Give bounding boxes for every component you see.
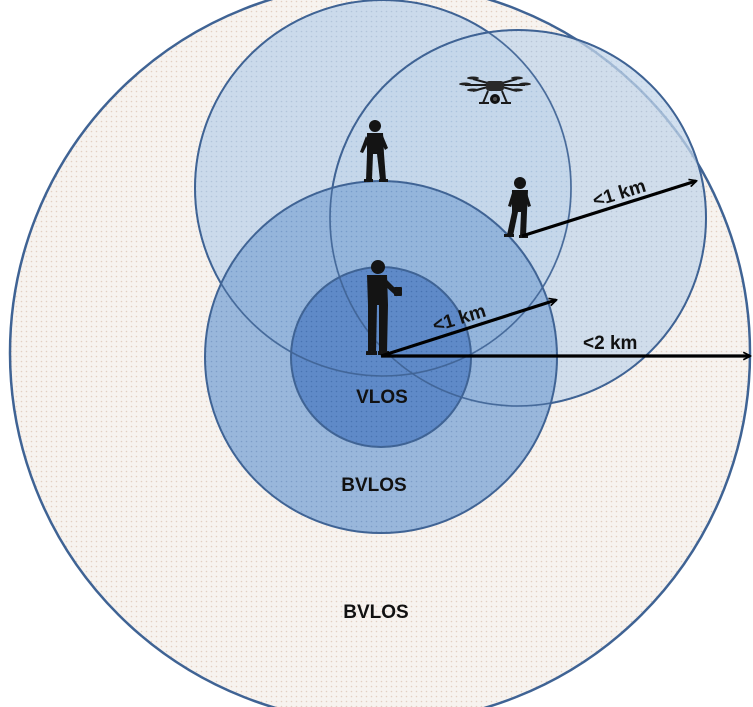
observer-icon: [360, 120, 388, 182]
pilot-icon: [366, 260, 402, 355]
outer-range-label: <2 km: [583, 333, 637, 354]
drone-icon: [459, 76, 531, 104]
relay-range-arrow: [521, 181, 696, 238]
vlos-label: VLOS: [356, 387, 408, 408]
relay-zone-right-outline: [329, 29, 707, 407]
middle-bvlos-label: BVLOS: [341, 475, 406, 496]
inner-range-arrow: [380, 300, 556, 358]
relay-zone-top-outline: [194, 0, 572, 377]
outer-bvlos-label: BVLOS: [343, 602, 408, 623]
